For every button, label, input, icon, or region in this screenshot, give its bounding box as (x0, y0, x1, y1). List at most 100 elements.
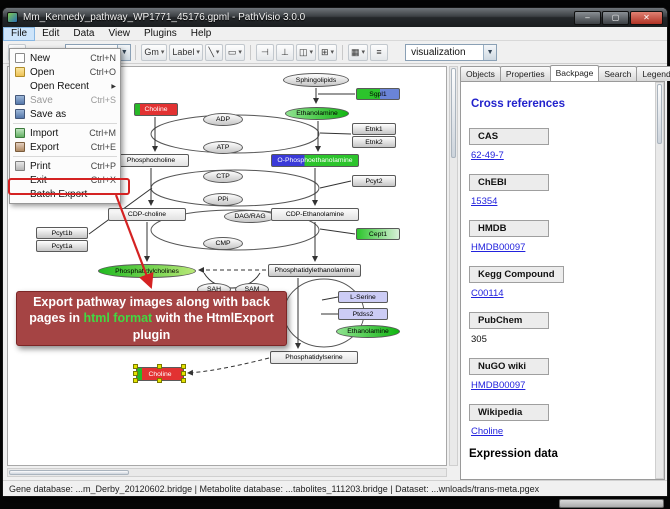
pathvisio-window: Mm_Kennedy_pathway_WP1771_45176.gpml - P… (2, 7, 670, 497)
menu-item-shortcut: Ctrl+O (89, 67, 116, 77)
selection-handle[interactable] (133, 371, 138, 376)
panel-scrollbar[interactable] (655, 82, 664, 479)
align-center-tool-icon: ◫ (298, 46, 308, 57)
node-dag-rag[interactable]: DAG/RAG (224, 210, 276, 223)
pathway-edge (321, 296, 339, 301)
xref-link[interactable]: 62-49-7 (471, 150, 504, 161)
node-ethanolamine[interactable]: Ethanolamine (285, 107, 349, 120)
menu-item-open-recent[interactable]: Open Recent▶ (10, 79, 120, 93)
align-left-tool[interactable]: ⊣ (255, 43, 274, 61)
menu-item-label: Export (30, 141, 59, 153)
node-cmp[interactable]: CMP (203, 237, 243, 250)
group-tool[interactable]: ≡ (370, 43, 389, 61)
line-tool[interactable]: ╲▾ (204, 43, 223, 61)
gene-product-tool[interactable]: Gm▾ (141, 43, 168, 61)
menu-item-shortcut: Ctrl+M (89, 128, 116, 138)
node-cept1[interactable]: Cept1 (356, 228, 400, 240)
node-etnk1[interactable]: Etnk1 (352, 123, 396, 135)
pathway-edge (319, 132, 352, 135)
tab-backpage[interactable]: Backpage (549, 65, 600, 81)
visualization-combobox[interactable]: visualization ▼ (405, 43, 498, 61)
node-phosphatidylethanolamine[interactable]: Phosphatidylethanolamine (268, 264, 361, 277)
selection-handle[interactable] (133, 364, 138, 369)
node-cdp-ethanolamine[interactable]: CDP-Ethanolamine (271, 208, 359, 221)
menubar-item-data[interactable]: Data (73, 27, 95, 39)
node-l-serine[interactable]: L-Serine (338, 291, 388, 303)
tab-search[interactable]: Search (598, 66, 638, 81)
tab-legend[interactable]: Legend (636, 66, 670, 81)
node-ctp[interactable]: CTP (203, 170, 243, 183)
menu-item-label: Print (30, 160, 51, 172)
node-ppi[interactable]: PPi (203, 193, 243, 206)
visualization-dropdown-arrow-icon[interactable]: ▼ (483, 44, 497, 60)
menu-item-label: Exit (30, 174, 47, 186)
node-pcyt1b[interactable]: Pcyt1b (36, 227, 88, 239)
minimize-button[interactable]: – (574, 10, 601, 25)
node-etnk2[interactable]: Etnk2 (352, 136, 396, 148)
maximize-button[interactable]: ▢ (602, 10, 629, 25)
xref-link[interactable]: HMDB00097 (471, 380, 526, 391)
dropdown-arrow-icon: ▾ (196, 49, 200, 56)
node-phosphatidylserine[interactable]: Phosphatidylserine (270, 351, 358, 364)
shape-tool[interactable]: ▭▾ (224, 43, 245, 61)
toolbar-separator (135, 44, 137, 60)
node-choline[interactable]: Choline (134, 103, 178, 116)
menu-item-label: Save as (30, 108, 67, 120)
node-pcyt2[interactable]: Pcyt2 (352, 175, 396, 187)
menubar-item-edit[interactable]: Edit (42, 27, 60, 39)
node-sgpl1[interactable]: Sgpl1 (356, 88, 400, 100)
xref-link[interactable]: 15354 (471, 196, 498, 207)
node-atp[interactable]: ATP (203, 141, 243, 154)
align-bottom-tool[interactable]: ⊥ (275, 43, 294, 61)
selection-handle[interactable] (181, 378, 186, 383)
close-button[interactable]: ✕ (630, 10, 663, 25)
stack-tool[interactable]: ▦▾ (348, 43, 369, 61)
menubar-item-view[interactable]: View (108, 27, 130, 39)
node-adp[interactable]: ADP (203, 113, 243, 126)
node-phosphocholine[interactable]: Phosphocholine (113, 154, 189, 167)
label-tool[interactable]: Label▾ (169, 43, 203, 61)
menubar-item-plugins[interactable]: Plugins (143, 27, 177, 39)
new-icon (15, 53, 25, 63)
canvas-horizontal-scrollbar[interactable] (7, 468, 447, 477)
node-ethanolamine[interactable]: Ethanolamine (336, 325, 400, 338)
scrollbar-thumb[interactable] (9, 470, 129, 475)
xref-link[interactable]: HMDB00097 (471, 242, 526, 253)
scrollbar-thumb[interactable] (657, 84, 662, 144)
group-tool-icon: ≡ (376, 47, 382, 57)
annotation-text-highlight: html format (83, 311, 153, 326)
selection-handle[interactable] (181, 364, 186, 369)
align-center-tool[interactable]: ◫▾ (295, 43, 316, 61)
menubar-item-help[interactable]: Help (190, 27, 212, 39)
node-cdp-choline[interactable]: CDP-choline (108, 208, 186, 221)
node-phosphatidylcholines[interactable]: Phosphatidylcholines (98, 264, 196, 278)
node-o-phosphoethanolamine[interactable]: O-Phosphoethanolamine (271, 154, 359, 167)
menu-item-label: New (30, 52, 51, 64)
scrollbar-thumb[interactable] (451, 68, 456, 158)
node-ptdss2[interactable]: Ptdss2 (338, 308, 388, 320)
xref-link[interactable]: Choline (471, 426, 504, 437)
node-pcyt1a[interactable]: Pcyt1a (36, 240, 88, 252)
menu-item-save-as[interactable]: Save as (10, 107, 120, 121)
selection-handle[interactable] (181, 371, 186, 376)
title-bar[interactable]: Mm_Kennedy_pathway_WP1771_45176.gpml - P… (3, 8, 667, 27)
canvas-vertical-scrollbar[interactable] (449, 66, 458, 466)
tab-properties[interactable]: Properties (499, 66, 551, 81)
label-tool-icon: Label (172, 47, 195, 57)
selection-handle[interactable] (157, 378, 162, 383)
selection-handle[interactable] (157, 364, 162, 369)
xref-name: Wikipedia (469, 404, 549, 421)
distribute-tool[interactable]: ⊞▾ (317, 43, 338, 61)
tab-objects[interactable]: Objects (460, 66, 501, 81)
node-sphingolipids[interactable]: Sphingolipids (283, 73, 349, 87)
xref-link[interactable]: C00114 (471, 288, 504, 299)
menubar-item-file[interactable]: File (3, 26, 36, 41)
selection-handle[interactable] (133, 378, 138, 383)
